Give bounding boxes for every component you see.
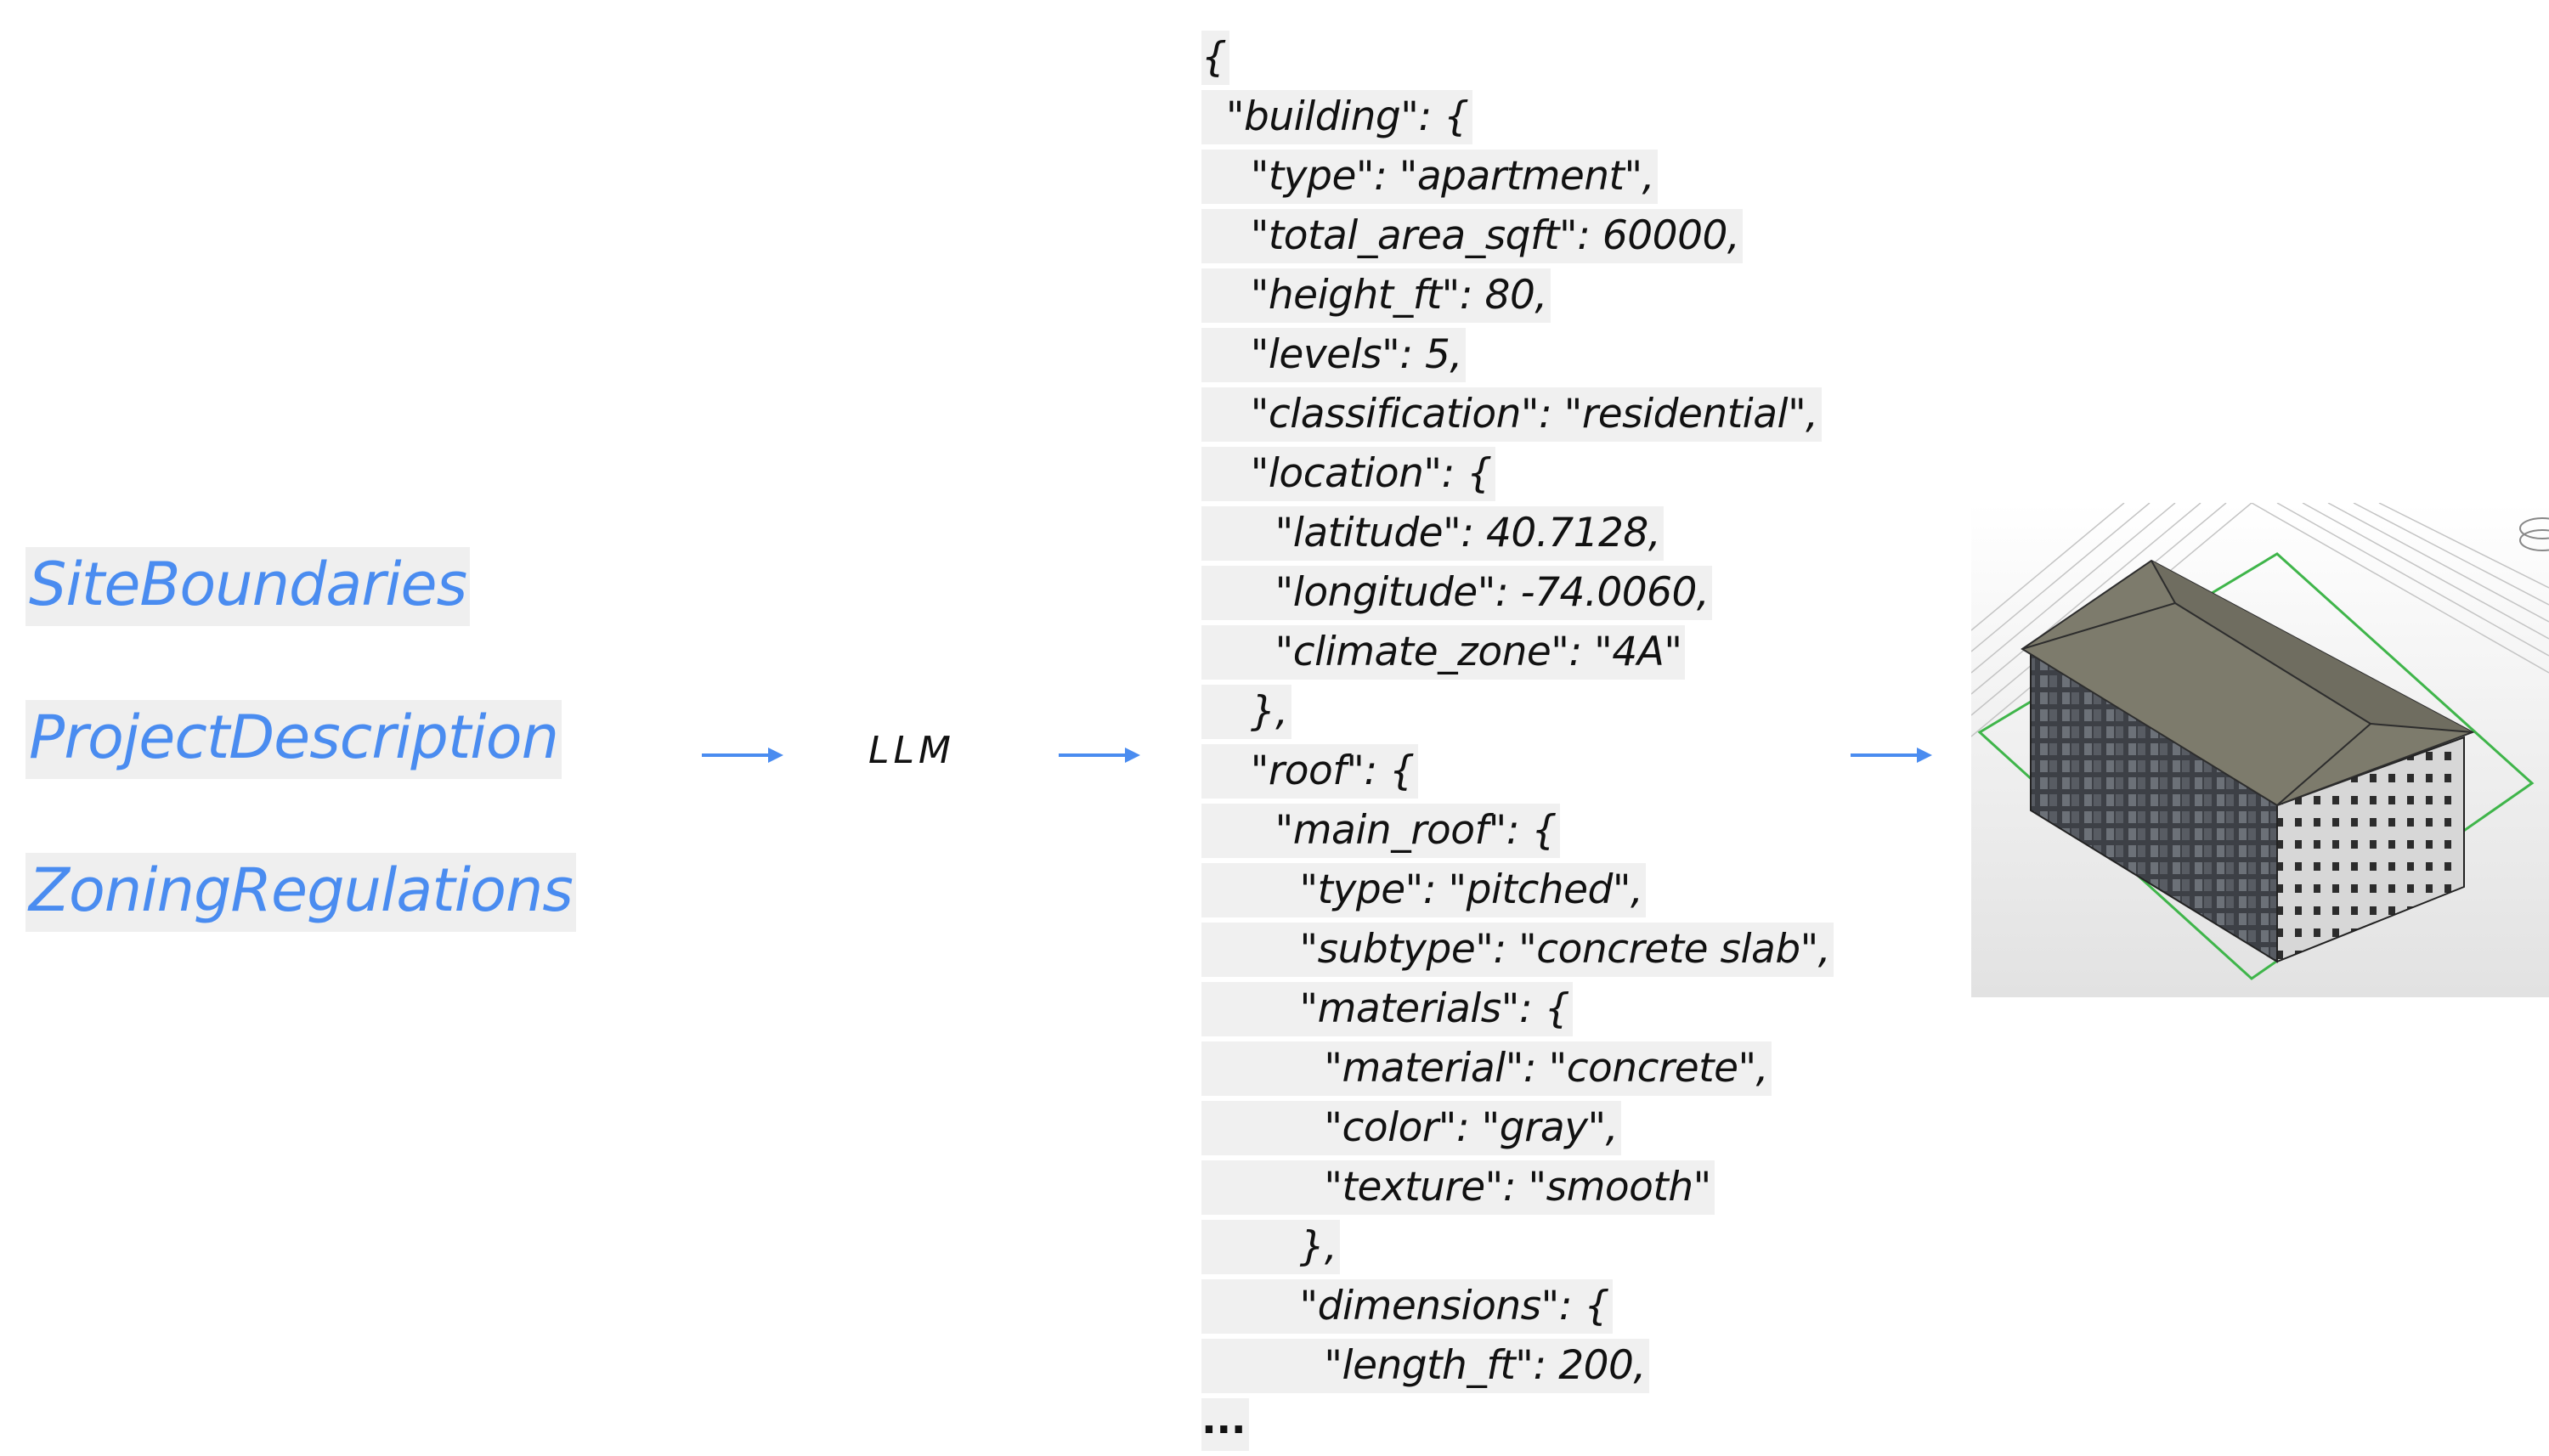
arrow-right-icon <box>702 742 783 768</box>
code-line: ... <box>1201 1398 1250 1451</box>
input-zoning-regulations: ZoningRegulations <box>25 853 576 932</box>
input-site-boundaries: SiteBoundaries <box>25 547 471 626</box>
code-line: "type": "apartment", <box>1201 150 1659 204</box>
code-line: "length_ft": 200, <box>1201 1339 1649 1393</box>
code-line: "height_ft": 80, <box>1201 268 1551 323</box>
code-line: }, <box>1201 685 1291 739</box>
code-line: "dimensions": { <box>1201 1279 1613 1334</box>
arrow-right-icon <box>1059 742 1140 768</box>
code-line: "material": "concrete", <box>1201 1041 1772 1096</box>
code-line: "roof": { <box>1201 744 1418 799</box>
code-line: "subtype": "concrete slab", <box>1201 923 1834 977</box>
code-line: "location": { <box>1201 447 1495 501</box>
building-model-icon <box>1971 503 2549 997</box>
code-line: "texture": "smooth" <box>1201 1160 1715 1215</box>
llm-label: LLM <box>868 729 955 772</box>
code-line: "color": "gray", <box>1201 1101 1622 1155</box>
code-line: "building": { <box>1201 90 1472 144</box>
code-line: "levels": 5, <box>1201 328 1466 382</box>
input-project-description: ProjectDescription <box>25 700 562 779</box>
json-output: { "building": { "type": "apartment", "to… <box>1201 31 1834 1456</box>
code-line: "climate_zone": "4A" <box>1201 625 1686 680</box>
code-line: "total_area_sqft": 60000, <box>1201 209 1744 263</box>
code-line: }, <box>1201 1220 1341 1274</box>
code-line: "main_roof": { <box>1201 804 1560 858</box>
code-line: "longitude": -74.0060, <box>1201 566 1713 620</box>
arrow-right-icon <box>1851 742 1932 768</box>
code-line: "type": "pitched", <box>1201 863 1647 917</box>
code-line: { <box>1201 31 1230 85</box>
code-line: "materials": { <box>1201 982 1574 1036</box>
code-line: "classification": "residential", <box>1201 387 1822 442</box>
code-line: "latitude": 40.7128, <box>1201 506 1664 561</box>
